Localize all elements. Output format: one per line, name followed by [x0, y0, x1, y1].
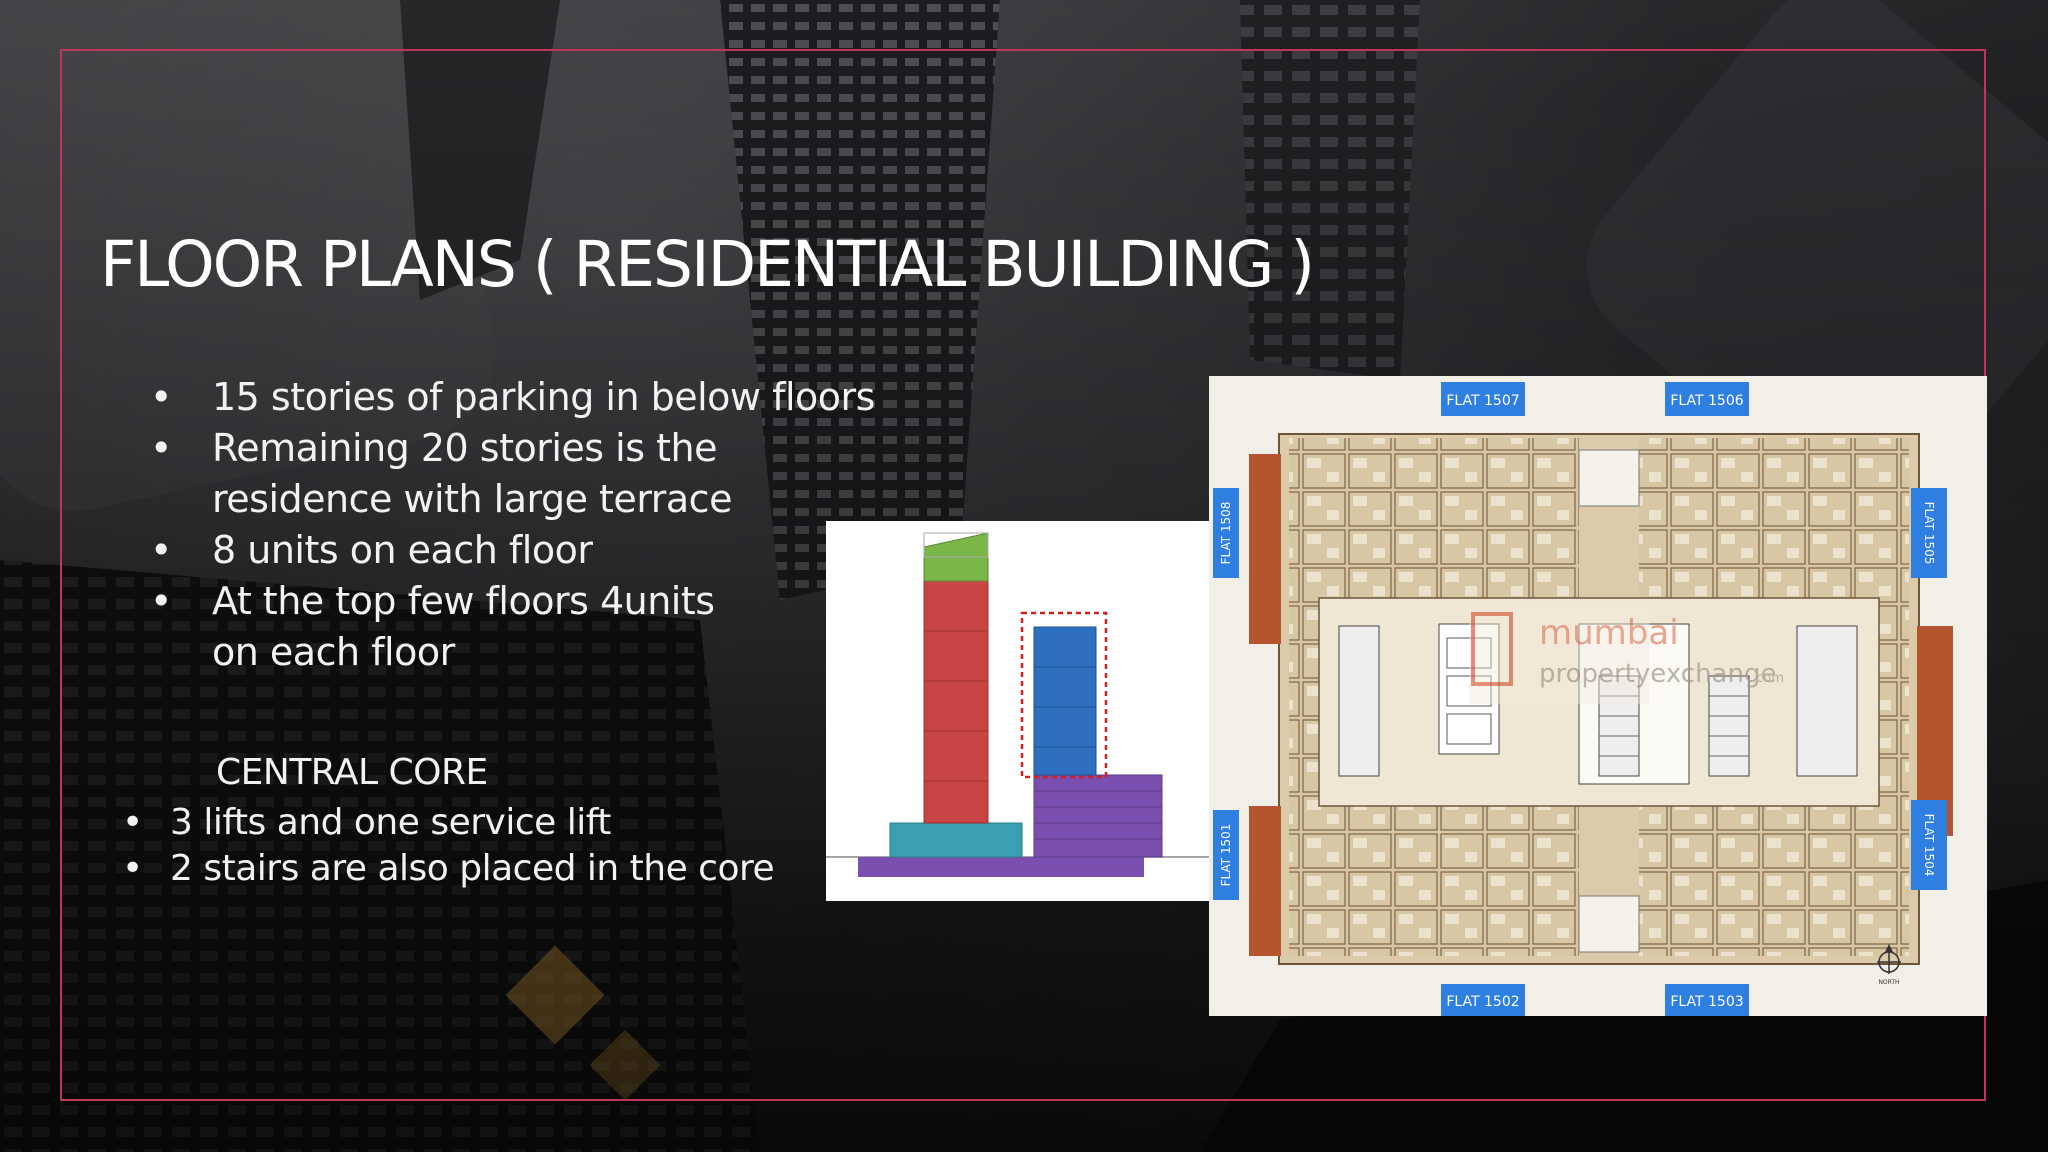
svg-text:FLAT 1501: FLAT 1501	[1219, 824, 1233, 887]
stair	[1598, 675, 1640, 777]
bullet-dot: •	[150, 528, 172, 572]
bullet-item: • 15 stories of parking in below floors	[150, 372, 1100, 423]
flat-label: FLAT 1507	[1441, 382, 1525, 416]
svg-text:FLAT 1506: FLAT 1506	[1670, 393, 1743, 409]
bullet-dot: •	[150, 579, 172, 623]
basement-block	[858, 857, 1144, 877]
bullet-item: • 3 lifts and one service lift	[122, 800, 774, 846]
flat-label: FLAT 1504	[1911, 800, 1947, 890]
core-bullet-list: • 3 lifts and one service lift • 2 stair…	[122, 800, 775, 892]
north-arrow-icon: NORTH	[1877, 944, 1901, 986]
bullet-item: • 8 units on each floor	[150, 525, 1100, 576]
residential-tower-block	[923, 580, 989, 824]
svg-text:NORTH: NORTH	[1878, 979, 1899, 986]
flat-label: FLAT 1503	[1665, 984, 1749, 1016]
bullet-text: 15 stories of parking in below floors	[212, 375, 875, 419]
flat-label: FLAT 1508	[1213, 488, 1239, 578]
bullet-text: 3 lifts and one service lift	[170, 802, 611, 843]
parking-block	[1033, 774, 1163, 858]
section-drawing	[826, 532, 1210, 877]
bullet-item: • Remaining 20 stories is the residence …	[150, 423, 832, 525]
svg-text:mumbai: mumbai	[1539, 613, 1679, 653]
typical-floor-plan-image: FLAT 1507 FLAT 1506 FLAT 1502 FLAT 1503 …	[1209, 376, 1987, 1016]
floor-plan-drawing: FLAT 1507 FLAT 1506 FLAT 1502 FLAT 1503 …	[1213, 382, 1953, 1016]
slide-title: FLOOR PLANS ( RESIDENTIAL BUILDING )	[100, 228, 1315, 301]
bullet-list: • 15 stories of parking in below floors …	[150, 372, 1100, 678]
svg-text:.com: .com	[1752, 671, 1784, 686]
bullet-text: At the top few floors 4units on each flo…	[212, 579, 715, 674]
apartment-wing	[1289, 806, 1579, 956]
terrace	[1249, 806, 1281, 956]
bullet-item: • 2 stairs are also placed in the core	[122, 846, 775, 892]
svg-text:FLAT 1507: FLAT 1507	[1446, 393, 1519, 409]
building-section-diagram	[826, 521, 1210, 901]
bullet-dot: •	[122, 848, 143, 889]
bullet-text: 8 units on each floor	[212, 528, 593, 572]
svg-text:FLAT 1505: FLAT 1505	[1922, 502, 1936, 565]
bullet-dot: •	[122, 802, 143, 843]
watermark-logo: mumbai propertyexchange .com	[1469, 608, 1784, 704]
central-core-heading: CENTRAL CORE	[216, 752, 488, 793]
flat-label: FLAT 1506	[1665, 382, 1749, 416]
svg-text:FLAT 1508: FLAT 1508	[1219, 502, 1233, 565]
terrace	[1249, 454, 1281, 644]
bullet-item: • At the top few floors 4units on each f…	[150, 576, 742, 678]
stair	[1708, 675, 1750, 777]
upper-tower-block	[1033, 626, 1097, 776]
apartment-wing	[1639, 438, 1909, 598]
svg-text:FLAT 1502: FLAT 1502	[1446, 994, 1519, 1010]
bullet-dot: •	[150, 375, 172, 419]
apartment-wing	[1639, 806, 1909, 956]
bullet-text: Remaining 20 stories is the residence wi…	[212, 426, 732, 521]
apartment-wing	[1289, 438, 1579, 598]
svg-text:FLAT 1503: FLAT 1503	[1670, 994, 1743, 1010]
svg-text:propertyexchange: propertyexchange	[1539, 659, 1776, 689]
flat-label: FLAT 1502	[1441, 984, 1525, 1016]
highlight-dashed-box	[1020, 611, 1108, 779]
flat-label: FLAT 1505	[1911, 488, 1947, 578]
bullet-dot: •	[150, 426, 172, 470]
bullet-text: 2 stairs are also placed in the core	[170, 848, 775, 889]
podium-block	[889, 822, 1023, 858]
svg-text:FLAT 1504: FLAT 1504	[1922, 814, 1936, 877]
lift-core	[1438, 623, 1500, 755]
flat-label: FLAT 1501	[1213, 810, 1239, 900]
